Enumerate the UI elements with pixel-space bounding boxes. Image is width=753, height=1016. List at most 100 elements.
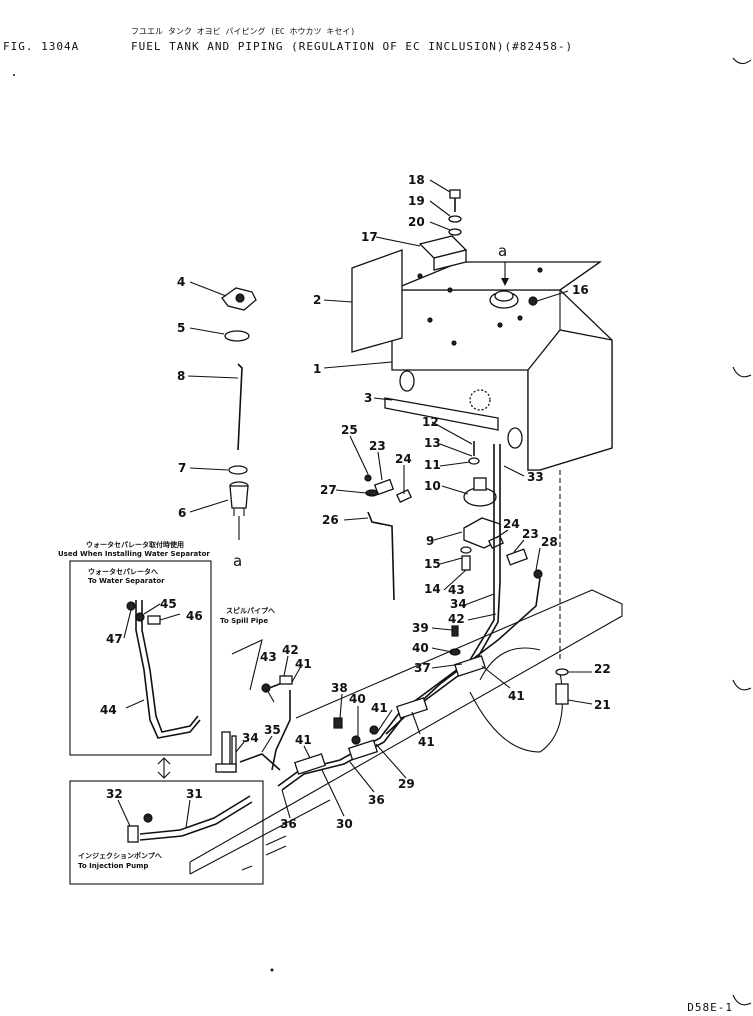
- part-25: 25: [341, 423, 358, 437]
- part-3: 3: [364, 391, 372, 405]
- part-2: 2: [313, 293, 321, 307]
- bolt-stack: [448, 189, 462, 236]
- o-ring-5: [224, 330, 250, 342]
- part-41d: 41: [295, 733, 312, 747]
- part-45: 45: [160, 597, 177, 611]
- binder-hole-1: [732, 57, 752, 65]
- part-16: 16: [572, 283, 589, 297]
- part-9: 9: [426, 534, 434, 548]
- water-sep-label-en: To Water Separator: [88, 577, 165, 585]
- page-number: D58E-1: [687, 1001, 733, 1014]
- inset-caption-jp: ウォータセパレータ取付時使用: [86, 540, 184, 549]
- binder-hole-2: [732, 366, 752, 378]
- part-34a: 34: [450, 597, 467, 611]
- tank-strap: [384, 397, 499, 431]
- part-41b: 41: [418, 735, 435, 749]
- part-24b: 24: [503, 517, 520, 531]
- part-23a: 23: [369, 439, 386, 453]
- part-44: 44: [100, 703, 117, 717]
- part-38: 38: [331, 681, 348, 695]
- part-24a: 24: [395, 452, 412, 466]
- part-17: 17: [361, 230, 378, 244]
- pump-label-jp: インジェクションポンプへ: [78, 851, 162, 860]
- part-5: 5: [177, 321, 185, 335]
- title-en: FUEL TANK AND PIPING (REGULATION OF EC I…: [131, 40, 574, 53]
- part-19: 19: [408, 194, 425, 208]
- part-15: 15: [424, 557, 441, 571]
- view-marker-a-top: a: [498, 242, 509, 286]
- part-14: 14: [424, 582, 441, 596]
- part-18: 18: [408, 173, 425, 187]
- inset-injection-pump: [69, 780, 264, 885]
- part-47: 47: [106, 632, 123, 646]
- part-21: 21: [594, 698, 611, 712]
- part-41e: 41: [295, 657, 312, 671]
- inset-caption-en: Used When Installing Water Separator: [58, 550, 210, 558]
- fig-label: FIG. 1304A: [3, 40, 80, 53]
- part-12: 12: [422, 415, 439, 429]
- svg-text:a: a: [233, 552, 242, 570]
- pump-label-en: To Injection Pump: [78, 862, 148, 870]
- part-36b: 36: [280, 817, 297, 831]
- part-42b: 42: [282, 643, 299, 657]
- part-29: 29: [398, 777, 415, 791]
- part-40b: 40: [349, 692, 366, 706]
- part-4: 4: [177, 275, 185, 289]
- part-43a: 43: [448, 583, 465, 597]
- part-35: 35: [264, 723, 281, 737]
- part-27: 27: [320, 483, 337, 497]
- fuel-tank: [391, 261, 613, 471]
- spill-label-en: To Spill Pipe: [220, 617, 268, 625]
- part-46: 46: [186, 609, 203, 623]
- binder-hole-3: [732, 679, 752, 691]
- part-22: 22: [594, 662, 611, 676]
- part-37: 37: [414, 661, 431, 675]
- bolt-16: [528, 296, 538, 306]
- spill-pointer: [231, 639, 263, 691]
- part-31: 31: [186, 787, 203, 801]
- part-33: 33: [527, 470, 544, 484]
- part-6: 6: [178, 506, 186, 520]
- part-43b: 43: [260, 650, 277, 664]
- part-39: 39: [412, 621, 429, 635]
- part-41a: 41: [508, 689, 525, 703]
- part-11: 11: [424, 458, 441, 472]
- part-20: 20: [408, 215, 425, 229]
- part-36a: 36: [368, 793, 385, 807]
- part-numbers: 1 2 3 4 5 6 7 8 9 10 11 12 13 14 15 16 1…: [100, 173, 611, 831]
- part-23b: 23: [522, 527, 539, 541]
- bolts-38-40: [333, 625, 461, 745]
- part-26: 26: [322, 513, 339, 527]
- level-gauge: [237, 363, 243, 451]
- part-8: 8: [177, 369, 185, 383]
- part-28: 28: [541, 535, 558, 549]
- part-40a: 40: [412, 641, 429, 655]
- spill-label-jp: スピルパイプへ: [226, 606, 275, 615]
- part-42a: 42: [448, 612, 465, 626]
- svg-text:a: a: [498, 242, 507, 260]
- part-1: 1: [313, 362, 321, 376]
- o-ring-7: [228, 465, 248, 475]
- bracket-21-22: [555, 470, 569, 705]
- machine-frame: [189, 589, 623, 875]
- pump-fittings: [488, 534, 543, 579]
- title-jp: フユエル タンク オヨビ パイピング (EC ホウカツ キセイ): [131, 27, 356, 36]
- part-41c: 41: [371, 701, 388, 715]
- bracket-35: [215, 731, 237, 773]
- swap-arrow-icon: [157, 757, 171, 779]
- leader-lines: [117, 179, 593, 829]
- part-13: 13: [424, 436, 441, 450]
- strainer: [229, 481, 249, 540]
- part-32: 32: [106, 787, 123, 801]
- part-10: 10: [424, 479, 441, 493]
- view-marker-a-bottom: a: [233, 552, 242, 570]
- water-sep-label-jp: ウォータセパレータへ: [88, 567, 158, 576]
- binder-hole-4: [732, 994, 752, 1006]
- inset-water-separator: [69, 560, 212, 756]
- clamps: [294, 655, 486, 775]
- part-7: 7: [178, 461, 186, 475]
- guard-plate: [351, 249, 403, 353]
- part-30: 30: [336, 817, 353, 831]
- part-34b: 34: [242, 731, 259, 745]
